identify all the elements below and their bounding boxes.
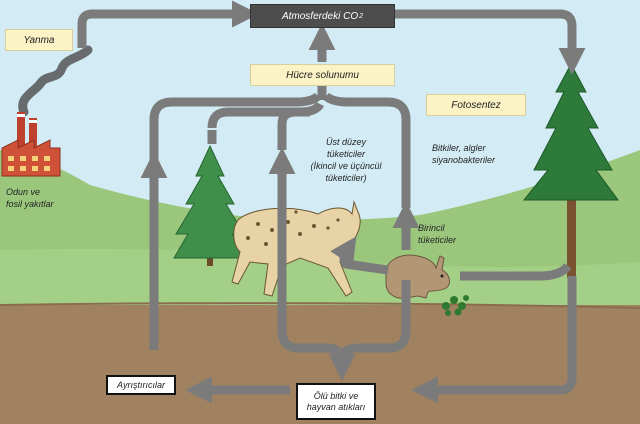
cellular-respiration-box: Hücre solunumu [250,64,395,86]
dead-matter-label-line1: Ölü bitki ve [313,390,359,401]
factory-icon [1,45,93,177]
photosynthesis-label: Fotosentez [451,99,501,111]
small-fir-icon [173,144,247,266]
combustion-box: Yanma [5,29,73,51]
arrow-respiration-right-branch [322,92,411,208]
fossil-fuels-line1: Odun ve [6,187,41,197]
producers-line1: Bitkiler, algler [432,143,486,153]
primary-consumers-line2: tüketiciler [418,235,457,245]
pine-tree-icon [522,62,619,278]
top-consumers-line1: Üst düzey [325,137,367,147]
smoke-icon [18,45,93,117]
atmospheric-co2-subscript: 2 [359,12,364,20]
grass-tuft-icon [442,295,469,316]
atmospheric-co2-label: Atmosferdeki CO [281,10,359,22]
top-consumers-line4: tüketiciler) [325,173,367,183]
decomposers-label: Ayrıştırıcılar [117,379,165,390]
arrow-co2-to-photosynthesis [395,9,586,75]
arrow-respiration-left-branch [149,92,322,350]
primary-consumers-line1: Birincil [418,223,445,233]
arrow-fir-respiration [207,101,325,129]
arrow-rabbit-to-lynx [330,236,389,275]
primary-consumers-label: Birincil tüketiciler [418,222,456,246]
decomposers-box: Ayrıştırıcılar [106,375,176,395]
fossil-fuels-line2: fosil yakıtlar [6,199,54,209]
dead-matter-box: Ölü bitki ve hayvan atıkları [296,383,376,420]
cellular-respiration-label: Hücre solunumu [286,69,359,81]
producers-label: Bitkiler, algler siyanobakteriler [432,142,495,166]
arrow-combustion-to-co2 [77,0,259,48]
producers-line2: siyanobakteriler [432,155,496,165]
arrow-respiration-down-to-dead-matter [337,280,411,358]
fossil-fuels-label: Odun ve fosil yakıtlar [6,186,54,210]
top-consumers-line3: (İkincil ve üçüncül [310,161,382,171]
lynx-icon [231,200,361,297]
arrow-producer-to-rabbit [460,262,572,281]
top-consumers-line2: tüketiciler [326,149,365,159]
photosynthesis-box: Fotosentez [426,94,526,116]
top-consumers-label: Üst düzey tüketiciler (İkincil ve üçüncü… [296,136,396,184]
arrow-top-consumer-respiration [277,107,310,150]
soil-edge [0,302,640,309]
combustion-label: Yanma [23,34,55,46]
dead-matter-label-line2: hayvan atıkları [306,401,366,412]
arrow-tree-to-dead-matter [411,276,577,404]
